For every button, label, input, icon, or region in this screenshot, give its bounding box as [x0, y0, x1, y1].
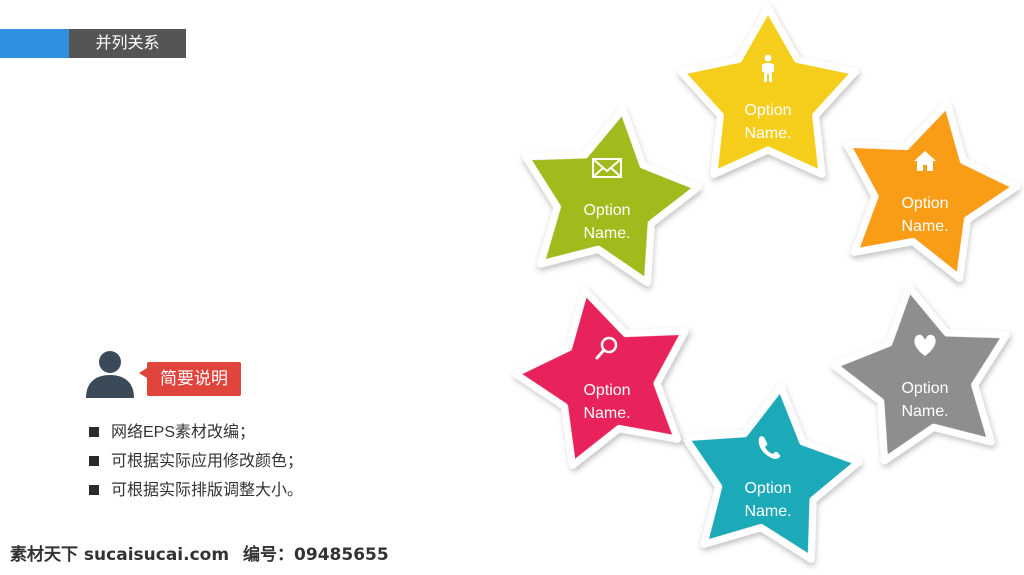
- star-shape: [522, 105, 702, 287]
- star-label-line1: Option: [901, 380, 948, 397]
- home-icon: [914, 151, 936, 171]
- star-shape: [681, 383, 863, 563]
- search-icon: [595, 336, 618, 360]
- star-label-line2: Name.: [583, 225, 630, 242]
- star-label-line1: Option: [744, 102, 791, 119]
- person-silhouette-icon: [86, 351, 134, 398]
- star-label-line2: Name.: [744, 125, 791, 142]
- star-shape: [677, 4, 859, 178]
- square-bullet-icon: [89, 427, 99, 437]
- watermark: 素材天下 sucaisucai.com 编号：09485655: [10, 540, 389, 565]
- star-label-line2: Name.: [901, 403, 948, 420]
- summary-tag: 简要说明: [139, 362, 241, 396]
- bullet-item: 网络EPS素材改编；: [87, 418, 303, 447]
- star-shape: [511, 287, 689, 469]
- bullet-text: 网络EPS素材改编；: [111, 424, 256, 441]
- square-bullet-icon: [89, 456, 99, 466]
- star-label-line1: Option: [583, 382, 630, 399]
- square-bullet-icon: [89, 485, 99, 495]
- watermark-site: 素材天下 sucaisucai.com: [10, 545, 230, 565]
- header-accent-bar: [0, 29, 69, 58]
- bullet-text: 可根据实际排版调整大小。: [111, 482, 304, 499]
- star-label-line1: Option: [744, 480, 791, 497]
- bullet-item: 可根据实际排版调整大小。: [87, 476, 303, 505]
- star-shape: [830, 283, 1010, 465]
- star-label-line2: Name.: [901, 218, 948, 235]
- person-icon: [762, 54, 774, 82]
- bullet-item: 可根据实际应用修改颜色；: [87, 447, 303, 476]
- star-shape: [843, 100, 1021, 282]
- mail-icon: [592, 158, 622, 178]
- star-label-line2: Name.: [744, 503, 791, 520]
- phone-icon: [758, 436, 781, 459]
- heart-icon: [914, 334, 936, 356]
- star-label-line1: Option: [583, 202, 630, 219]
- watermark-id: 编号：09485655: [243, 545, 389, 565]
- summary-bullet-list: 网络EPS素材改编； 可根据实际应用修改颜色； 可根据实际排版调整大小。: [87, 418, 303, 505]
- bullet-text: 可根据实际应用修改颜色；: [111, 453, 304, 470]
- page-title: 并列关系: [69, 29, 186, 58]
- star-label-line1: Option: [901, 195, 948, 212]
- star-label-line2: Name.: [583, 405, 630, 422]
